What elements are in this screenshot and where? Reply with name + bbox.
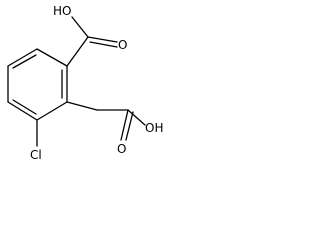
- bond-carboxyl-c-oh: [71, 16, 89, 38]
- bond-carboxyl-c-o-double-1: [87, 36, 118, 43]
- ring-bond-c6-c1: [36, 48, 68, 67]
- label-side-hydroxyl: OH: [145, 121, 163, 135]
- bond-carboxyl-c-o-double-2: [89, 41, 118, 48]
- label-chlorine: Cl: [30, 148, 42, 162]
- bond-side-c-o-double-1: [120, 109, 129, 141]
- bond-side-c-o-double-2: [125, 111, 134, 141]
- bond-ring-to-ch2: [66, 101, 98, 111]
- carboxymethyl-group: OH O: [66, 101, 163, 156]
- ring-bond-c5-c6: [7, 48, 38, 67]
- label-top-carbonyl-oxygen: O: [118, 38, 127, 52]
- ring-bond-c3-c4: [7, 101, 38, 121]
- label-top-hydroxyl: HO: [53, 4, 71, 18]
- ring-double-bond-inner-bottom: [12, 99, 37, 115]
- bond-ring-to-carboxyl-carbon: [66, 36, 89, 67]
- ring-double-bond-inner-top: [12, 54, 37, 69]
- bond-side-c-oh: [127, 109, 146, 126]
- carboxyl-group-top: HO O: [53, 4, 127, 67]
- chloro-substituent: Cl: [30, 119, 42, 162]
- chemical-structure: HO O OH O Cl: [7, 4, 163, 162]
- benzene-ring: [7, 48, 68, 121]
- label-side-carbonyl-oxygen: O: [117, 142, 126, 156]
- ring-bond-c2-c3: [36, 101, 68, 121]
